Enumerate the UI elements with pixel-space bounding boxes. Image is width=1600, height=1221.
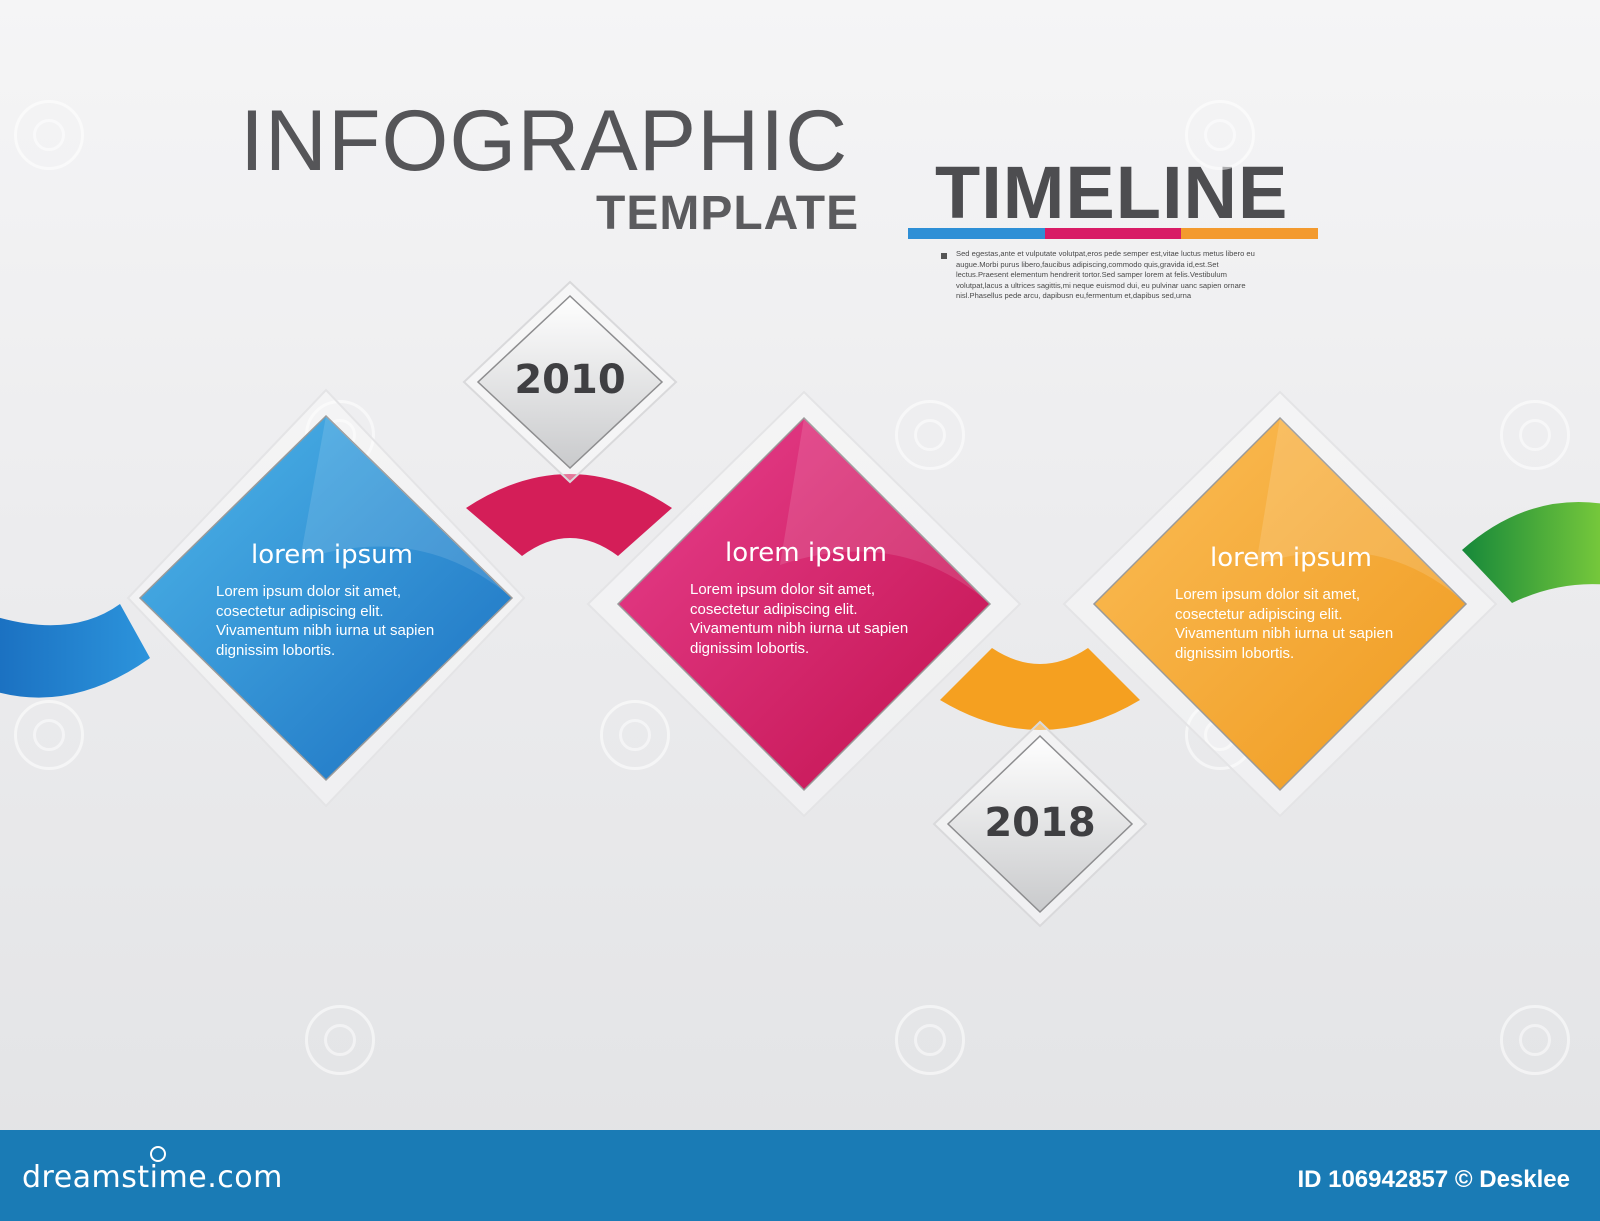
card-body-2: Lorem ipsum dolor sit amet, cosectetur a… <box>690 581 909 657</box>
watermark-spiral-icon <box>1185 100 1255 170</box>
card-diamond-orange <box>1092 416 1468 792</box>
underline-segment-blue <box>908 228 1045 239</box>
card-heading-3: lorem ipsum <box>1210 543 1372 573</box>
card-gloss-3 <box>1256 418 1466 604</box>
watermark-spiral-icon <box>895 1005 965 1075</box>
underline-segment-pink <box>1044 228 1182 239</box>
year-label-2018: 2018 <box>984 800 1096 846</box>
footer-bar: dreamstime.com ID 106942857 © Desklee <box>0 1130 1600 1221</box>
footer-brand: dreamstime.com <box>22 1160 283 1195</box>
timeline-underline <box>908 228 1319 239</box>
infographic-canvas: INFOGRAPHIC TEMPLATE TIMELINE Sed egesta… <box>0 93 1600 1075</box>
watermark-spiral-icon <box>14 100 84 170</box>
card-gloss-2 <box>780 418 990 604</box>
watermark-spiral-icon <box>895 400 965 470</box>
card-text-2: lorem ipsum Lorem ipsum dolor sit amet, … <box>690 538 940 658</box>
card-text-3: lorem ipsum Lorem ipsum dolor sit amet, … <box>1175 543 1425 663</box>
title-template: TEMPLATE <box>596 187 860 240</box>
card-diamond-pink <box>616 416 992 792</box>
watermark-spiral-icon <box>1500 1005 1570 1075</box>
footer-credit: ID 106942857 © Desklee <box>1297 1166 1570 1193</box>
card-diamond-blue <box>138 414 514 782</box>
timeline-graphic <box>0 280 1600 928</box>
title-infographic: INFOGRAPHIC <box>240 93 849 189</box>
card-text-1: lorem ipsum Lorem ipsum dolor sit amet, … <box>216 540 466 660</box>
card-body-3: Lorem ipsum dolor sit amet, cosectetur a… <box>1175 586 1394 662</box>
underline-segment-orange <box>1181 228 1319 239</box>
connector-arc-blue <box>0 604 150 698</box>
connector-arc-green <box>1462 502 1600 603</box>
connector-arc-orange <box>940 648 1140 730</box>
year-label-2010: 2010 <box>514 357 626 403</box>
year-diamond-2018 <box>946 734 1134 914</box>
brand-spiral-icon <box>150 1146 166 1162</box>
connector-arc-red <box>466 474 672 556</box>
card-body-1: Lorem ipsum dolor sit amet, cosectetur a… <box>216 583 435 659</box>
description-bullet <box>941 253 947 259</box>
watermark-spiral-icon <box>1500 400 1570 470</box>
watermark-spiral-icon <box>14 700 84 770</box>
card-gloss-1 <box>300 416 512 598</box>
watermark-spiral-icon <box>600 700 670 770</box>
watermark-spiral-icon <box>305 1005 375 1075</box>
description-text: Sed egestas,ante et vulputate volutpat,e… <box>956 249 1255 301</box>
year-diamond-2010 <box>476 294 664 470</box>
card-heading-1: lorem ipsum <box>251 540 413 570</box>
card-heading-2: lorem ipsum <box>725 538 887 568</box>
